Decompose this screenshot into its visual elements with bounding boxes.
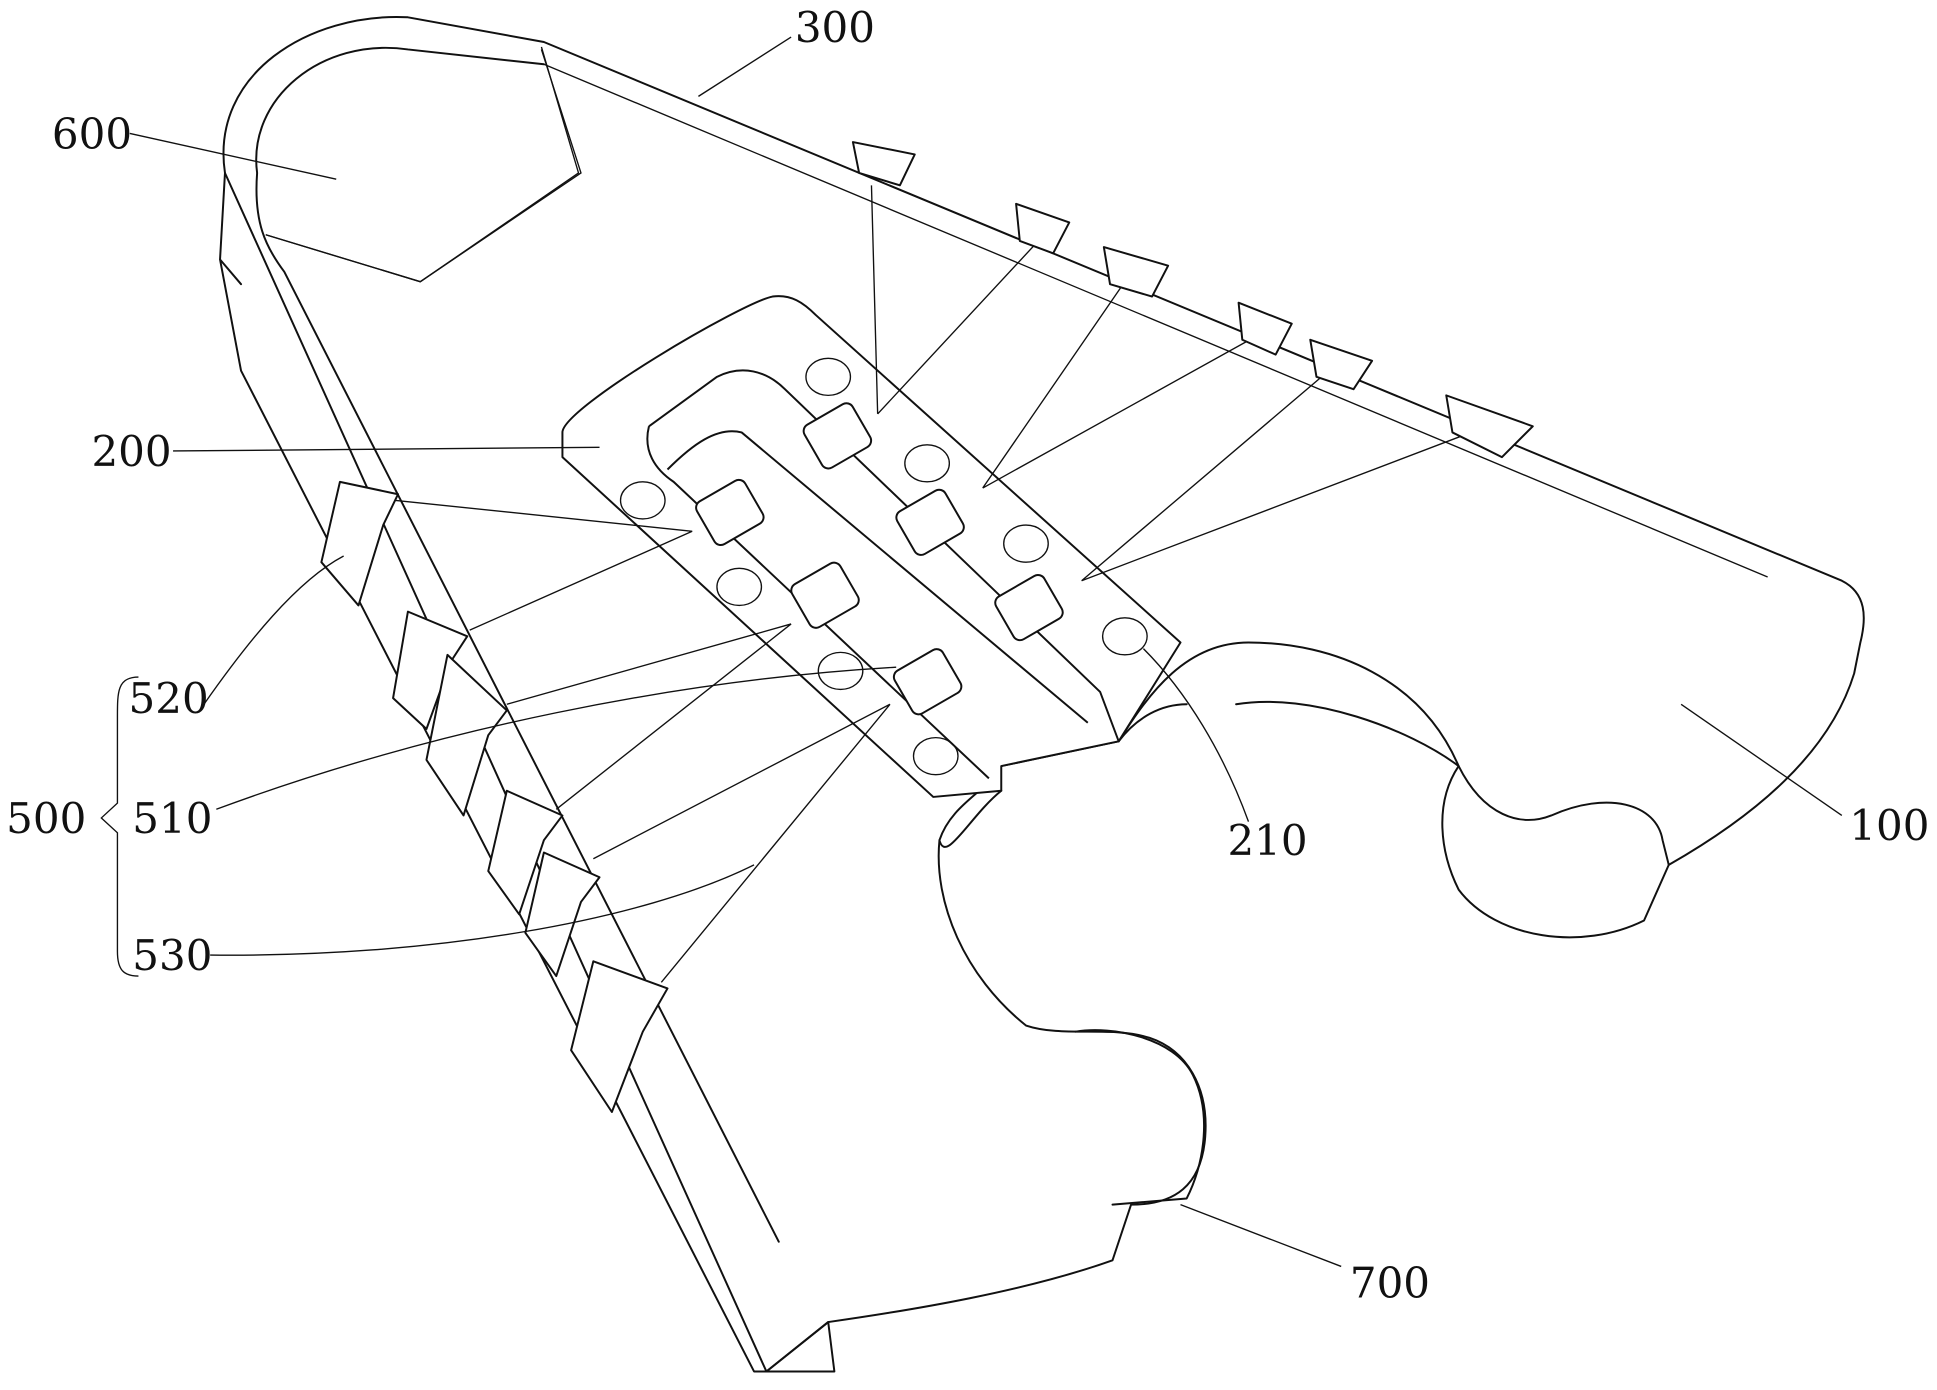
label-700: 700 (1350, 1258, 1430, 1307)
label-100: 100 (1849, 801, 1929, 850)
label-510: 510 (132, 794, 212, 843)
label-300: 300 (795, 3, 875, 52)
label-200: 200 (91, 427, 171, 476)
label-600: 600 (52, 109, 132, 158)
label-210: 210 (1227, 816, 1307, 865)
label-500: 500 (6, 794, 86, 843)
label-530: 530 (132, 931, 212, 980)
label-520: 520 (129, 674, 209, 723)
